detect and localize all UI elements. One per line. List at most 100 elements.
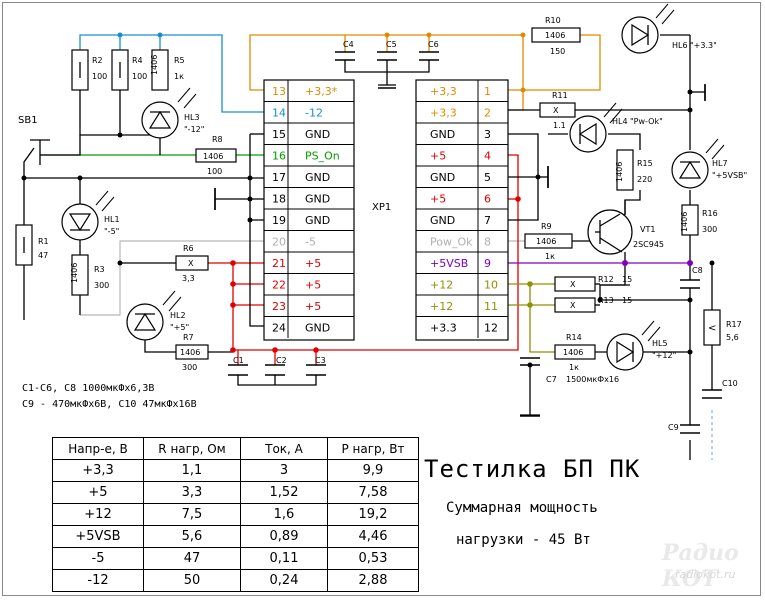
right-pin-name: +12 — [430, 279, 453, 292]
cell: 4,46 — [327, 525, 419, 548]
led-hl5: HL5 "+12" — [606, 333, 676, 371]
c9-ref: C9 — [668, 423, 679, 432]
left-pin-num: 13 — [272, 85, 286, 98]
resistor-r13: X R13 15 — [554, 296, 632, 313]
left-pin-name: +5 — [305, 257, 321, 270]
c3-ref: C3 — [315, 356, 326, 365]
r6-value: 3,3 — [182, 274, 195, 283]
led-light-arrows — [95, 3, 725, 342]
left-pin-name: +3,3* — [305, 85, 338, 98]
c4-ref: C4 — [343, 40, 354, 49]
net-minus12 — [79, 34, 264, 113]
switch-sb1: SB1 — [18, 115, 50, 178]
left-pin-name: GND — [305, 322, 330, 335]
resistor-r5: 1406 R5 1к — [150, 49, 185, 91]
led-hl1: HL1 "-5" — [61, 203, 120, 241]
right-pin-num: 5 — [484, 171, 491, 184]
left-pin-name: -5 — [305, 236, 316, 249]
r2-ref: R2 — [92, 56, 103, 65]
hl4-label: "Pw-Ok" — [630, 117, 663, 126]
cell: 5,6 — [143, 525, 241, 548]
c5-ref: C5 — [386, 40, 397, 49]
resistor-r12: X R12 15 — [554, 275, 632, 292]
r17-value: 5,6 — [726, 333, 739, 342]
cell: +5VSB — [52, 525, 144, 548]
cell: 9,9 — [327, 459, 419, 482]
right-pin-name: +3,3 — [430, 107, 457, 120]
r16-ref: R16 — [702, 209, 718, 218]
hl4-ref: HL4 — [612, 117, 628, 126]
hl5-label: "+12" — [652, 351, 676, 360]
left-pin-name: +5 — [305, 300, 321, 313]
resistor-r17: < R17 5,6 — [703, 309, 742, 346]
r7-value: 300 — [182, 363, 197, 372]
resistor-r16: 1406 R16 300 — [680, 204, 718, 236]
junction-dots — [21, 32, 715, 368]
cell: 0,11 — [240, 547, 328, 570]
led-hl3: HL3 "-12" — [141, 101, 204, 139]
header-current: Ток, А — [240, 437, 328, 460]
right-pin-name: +5VSB — [430, 257, 468, 270]
cell: 1,1 — [143, 459, 241, 482]
left-pin-name: -12 — [305, 107, 323, 120]
vt1-ref: VT1 — [640, 225, 655, 234]
cell: 3,3 — [143, 481, 241, 504]
c8-ref: C8 — [692, 266, 703, 275]
resistor-r11: X R11 1.1 — [539, 91, 576, 130]
transistor-vt1: VT1 2SC945 — [587, 200, 664, 270]
left-pin-num: 24 — [272, 322, 286, 335]
r16-body: 1406 — [680, 212, 689, 232]
left-pin-num: 22 — [272, 279, 286, 292]
resistor-r7: 1406 R7 300 — [175, 333, 209, 372]
resistor-r4: R4 100 — [111, 49, 147, 91]
r7-ref: R7 — [183, 333, 194, 342]
cell: 2,88 — [327, 569, 419, 592]
r13-body: X — [570, 301, 576, 310]
load-table: Напр-е, В R нагр, Ом Ток, А Р нагр, Вт +… — [52, 437, 419, 592]
cell: 50 — [143, 569, 241, 592]
r15-body: 1406 — [615, 162, 624, 182]
r5-ref: R5 — [174, 56, 185, 65]
left-pin-num: 23 — [272, 300, 286, 313]
r10-value: 150 — [550, 47, 565, 56]
led-hl2: HL2 "+5" — [126, 303, 189, 341]
cell: 3 — [240, 459, 328, 482]
r3-body: 1406 — [70, 263, 79, 283]
r9-value: 1к — [545, 252, 555, 261]
net-plus12 — [508, 283, 555, 353]
r12-body: X — [570, 280, 576, 289]
r4-value: 100 — [132, 72, 147, 81]
r3-ref: R3 — [94, 265, 105, 274]
r17-ref: R17 — [726, 320, 742, 329]
hl3-label: "-12" — [184, 125, 204, 134]
resistor-r3: 1406 R3 300 — [70, 254, 109, 315]
r6-body: X — [188, 259, 194, 268]
right-pin-num: 2 — [484, 107, 491, 120]
resistor-r6: X R6 3,3 — [175, 244, 209, 283]
cell: 1,6 — [240, 503, 328, 526]
header-resistance: R нагр, Ом — [143, 437, 241, 460]
right-pin-name: GND — [430, 128, 455, 141]
r11-body: X — [553, 106, 559, 115]
r11-ref: R11 — [552, 91, 568, 100]
r17-body: < — [708, 323, 716, 334]
r1-value: 47 — [38, 251, 48, 260]
r11-value: 1.1 — [553, 121, 566, 130]
led-hl7: HL7 "+5VSB" — [671, 151, 747, 189]
cell: 0,89 — [240, 525, 328, 548]
hl6-ref: HL6 — [672, 41, 688, 50]
sb1-ref: SB1 — [18, 115, 38, 126]
net-minus5 — [80, 240, 525, 316]
r9-ref: R9 — [541, 222, 552, 231]
hl2-ref: HL2 — [170, 311, 186, 320]
left-pin-num: 21 — [272, 257, 286, 270]
left-pin-num: 20 — [272, 236, 286, 249]
r13-value: 15 — [622, 296, 632, 305]
r5-value: 1к — [174, 72, 184, 81]
right-pin-num: 4 — [484, 150, 491, 163]
r8-value: 100 — [207, 167, 222, 176]
left-pin-num: 18 — [272, 193, 286, 206]
hl7-label: "+5VSB" — [712, 171, 747, 180]
right-pin-num: 10 — [484, 279, 498, 292]
